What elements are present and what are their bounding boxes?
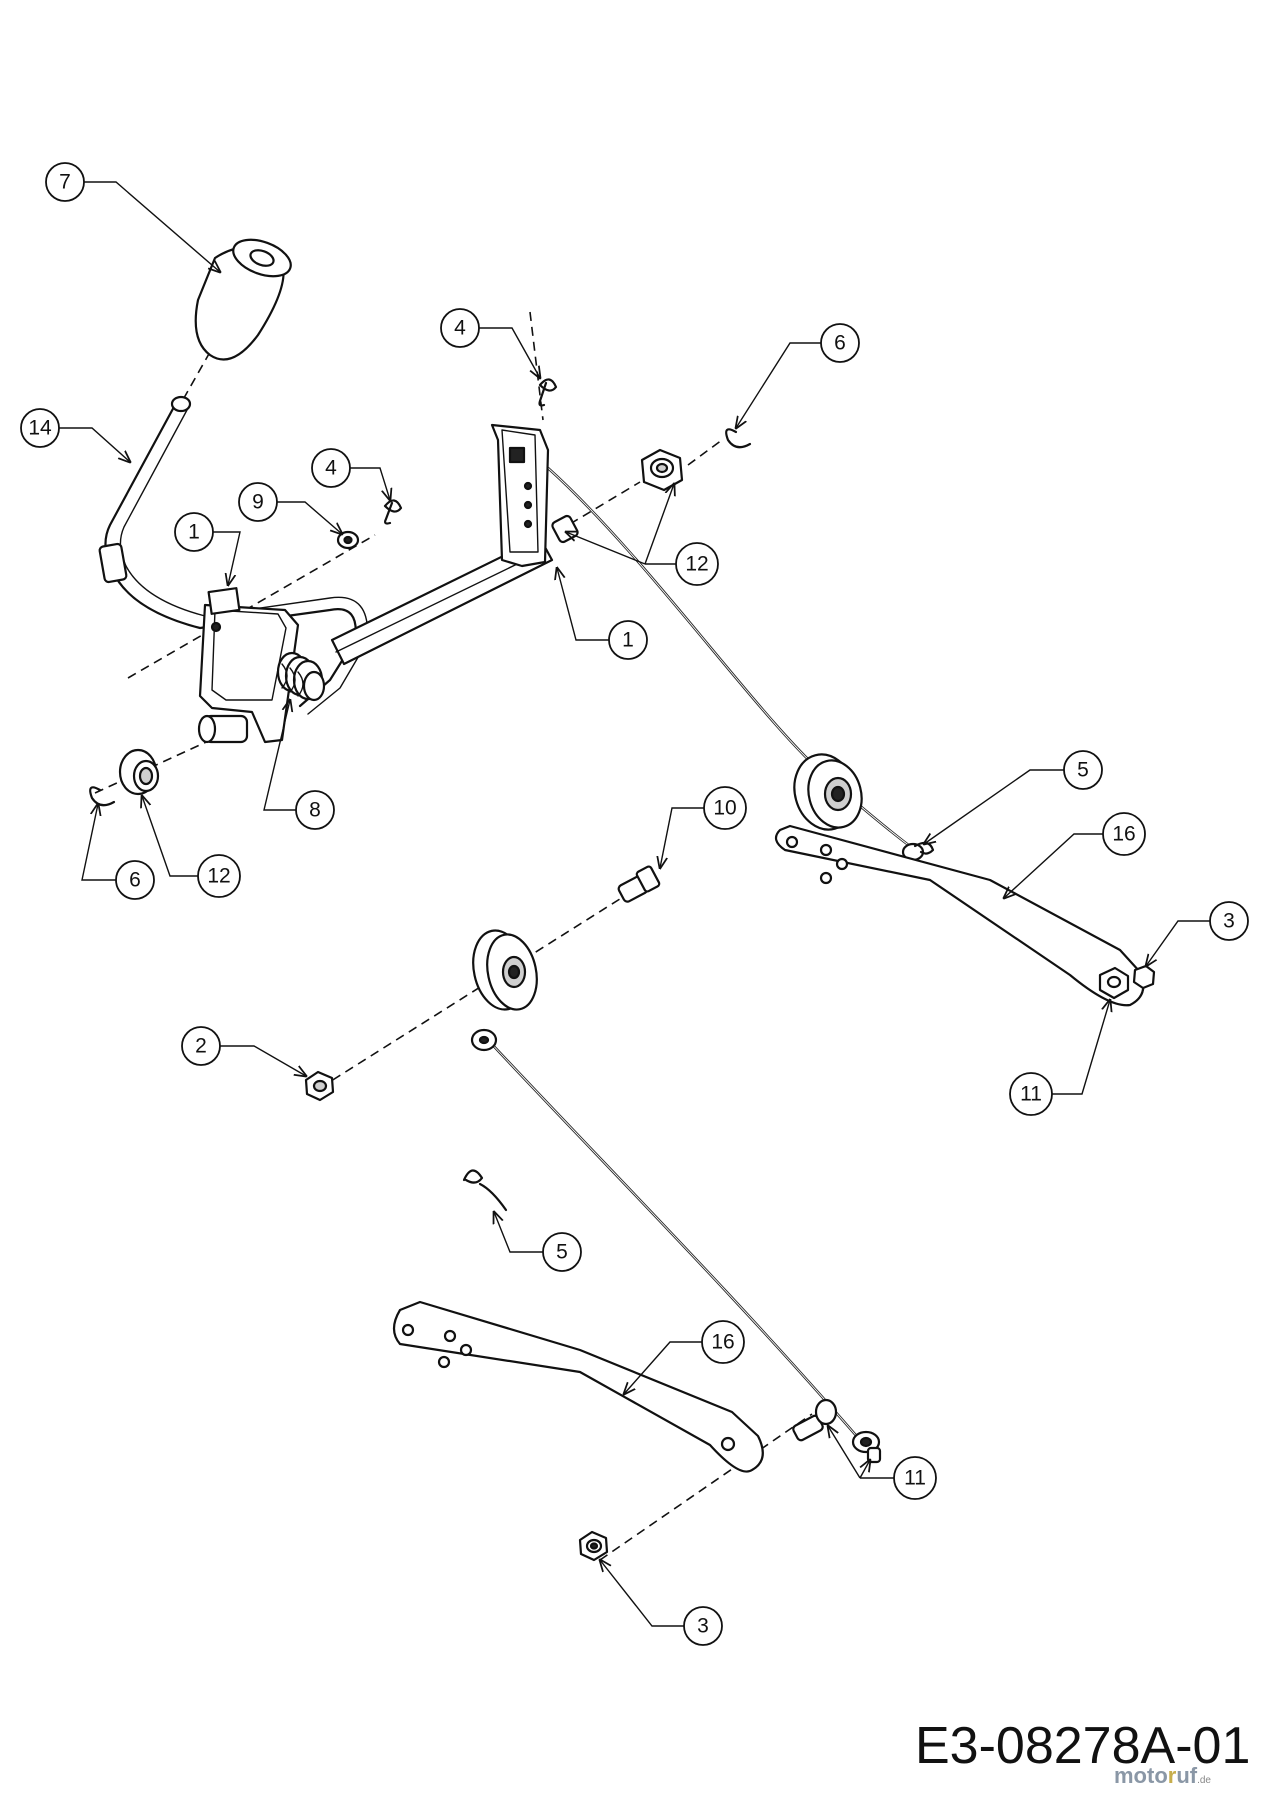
- callout-5-upper: 5: [924, 750, 1103, 844]
- callout-label: 4: [325, 457, 337, 480]
- callout-11-right: 11: [1009, 1000, 1110, 1116]
- callout-label: 7: [59, 171, 71, 194]
- drawing-code: E3-08278A-01: [915, 1717, 1251, 1775]
- callout-1-center: 1: [557, 568, 648, 660]
- bolt-icon: [617, 865, 661, 903]
- callout-label: 6: [129, 869, 141, 892]
- callout-12-lower: 12: [142, 796, 241, 898]
- callout-8: 8: [263, 700, 335, 830]
- callout-label: 3: [697, 1615, 709, 1638]
- callout-1-left: 1: [174, 512, 241, 585]
- callout-11-lower: 11: [828, 1426, 937, 1500]
- callout-2: 2: [181, 1026, 306, 1076]
- handle-sleeve: [98, 542, 128, 584]
- callout-label: 10: [713, 797, 736, 820]
- watermark-tld: .de: [1197, 1775, 1211, 1786]
- callout-4-top: 4: [440, 308, 540, 378]
- axis-handle-grip: [179, 351, 211, 406]
- callout-label: 16: [711, 1331, 734, 1354]
- watermark-part-a: moto: [1114, 1763, 1168, 1788]
- watermark: motoruf.de: [1114, 1763, 1211, 1789]
- callout-7: 7: [45, 162, 220, 272]
- cable-end-upper: [470, 1028, 498, 1052]
- nut-icon: [640, 448, 684, 492]
- callout-3-lower: 3: [600, 1560, 723, 1646]
- callout-3-right: 3: [1146, 901, 1249, 966]
- arm-plate: [392, 1300, 764, 1473]
- callout-12-upper: 12: [566, 484, 719, 586]
- lower-hairpin: [462, 1169, 508, 1212]
- washer-icon: [336, 530, 360, 550]
- watermark-part-b: r: [1167, 1763, 1177, 1788]
- nut-icon: [304, 1070, 335, 1102]
- callout-6-right: 6: [736, 323, 860, 428]
- pin-icon: [383, 499, 403, 525]
- callout-label: 16: [1112, 823, 1135, 846]
- nut-icon: [578, 1530, 609, 1562]
- pulley-icon: [472, 929, 538, 1011]
- pin-icon: [538, 378, 558, 407]
- callout-label: 9: [252, 491, 264, 514]
- clip-icon: [462, 1169, 508, 1212]
- callout-label: 4: [454, 317, 466, 340]
- callout-9: 9: [238, 482, 342, 534]
- callout-label: 5: [556, 1241, 568, 1264]
- upper-pulley: [793, 753, 935, 862]
- assembly-axes: [94, 311, 813, 1561]
- cable-end-lower: [851, 1430, 882, 1464]
- lower-pulley: [304, 865, 661, 1102]
- callout-label: 12: [685, 553, 708, 576]
- callout-16-lower: 16: [624, 1320, 745, 1394]
- axis-lower-arm-nut: [599, 1413, 813, 1561]
- stud-icon: [792, 1398, 838, 1442]
- axis-shaft-nut: [569, 481, 641, 525]
- axis-clip-pin: [529, 311, 544, 421]
- callout-label: 2: [195, 1035, 207, 1058]
- watermark-part-c: uf: [1176, 1763, 1198, 1788]
- axis-nut-clip-right: [687, 439, 723, 466]
- bracket-tab: [207, 587, 241, 615]
- control-cables: [487, 467, 916, 1441]
- callout-label: 5: [1077, 759, 1089, 782]
- lever-assembly: [98, 395, 579, 744]
- callout-4-left: 4: [311, 448, 390, 500]
- callout-16-upper: 16: [1004, 812, 1146, 898]
- callout-label: 8: [309, 799, 321, 822]
- callout-label: 14: [28, 417, 52, 440]
- bushing-icon: [118, 748, 160, 796]
- callout-label: 3: [1223, 910, 1235, 933]
- callout-label: 1: [188, 521, 200, 544]
- lower-arm: [392, 1300, 882, 1562]
- upper-arm: [774, 824, 1156, 1007]
- upper-hardware: [89, 378, 752, 807]
- spring-icon: [276, 651, 326, 702]
- callout-label: 1: [622, 629, 634, 652]
- clip-icon: [725, 428, 752, 449]
- callout-label: 11: [904, 1467, 926, 1490]
- callout-label: 6: [834, 332, 846, 355]
- pulley-icon: [793, 753, 863, 831]
- callout-10: 10: [660, 786, 747, 868]
- nut-icon: [1132, 964, 1156, 990]
- callouts: 7 14 4 9 1 4 6: [20, 162, 1249, 1646]
- handle-grip: [194, 238, 292, 361]
- axis-main-shaft: [127, 534, 376, 679]
- lower-cable: [487, 1039, 861, 1441]
- callout-6-left: 6: [81, 804, 155, 900]
- callout-14: 14: [20, 408, 130, 462]
- callout-5-lower: 5: [494, 1212, 582, 1272]
- handle-rod-end: [170, 395, 192, 413]
- clip-icon: [89, 786, 116, 807]
- callout-label: 12: [207, 865, 230, 888]
- callout-label: 11: [1020, 1083, 1042, 1106]
